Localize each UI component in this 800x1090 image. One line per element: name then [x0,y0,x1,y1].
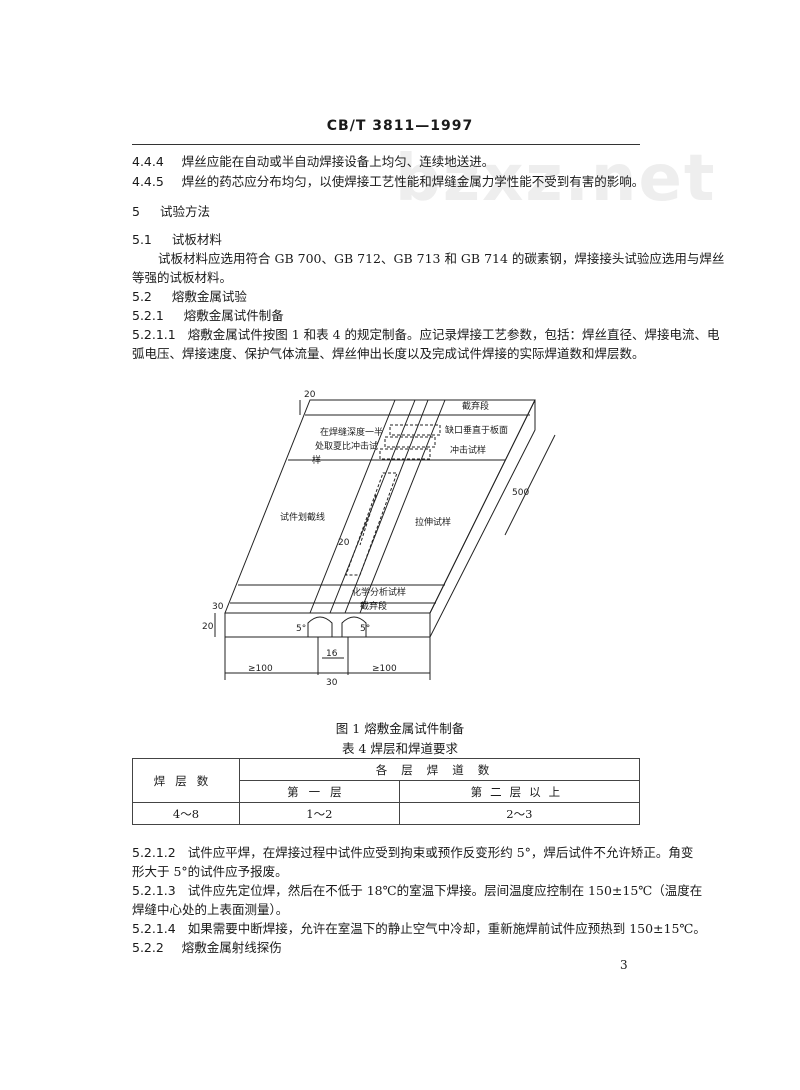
figure-1-specimen-drawing: 截弃段 在焊缝深度一半 处取夏比冲击试 样 缺口垂直于板面 冲击试样 试件划截线… [200,375,560,705]
label-discard-top: 截弃段 [462,400,489,412]
clause-4-4-4: 4.4.4 焊丝应能在自动或半自动焊接设备上均匀、连续地送进。 [132,154,494,170]
clause-title: 熔敷金属试验 [171,289,247,304]
label-tensile: 拉伸试样 [415,516,451,528]
clause-text: 焊丝应能在自动或半自动焊接设备上均匀、连续地送进。 [181,154,495,169]
front-groove-profile [307,616,333,637]
label-impact: 冲击试样 [450,444,486,456]
tensile-specimen-outline [345,472,398,576]
dim-label-side30: 30 [212,602,224,612]
clause-number: 5.2.1.4 [132,921,176,936]
cell-second: 2～3 [398,802,641,825]
clause-number: 4.4.4 [132,154,164,169]
clause-5-2-1-4: 5.2.1.4 如果需要中断焊接，允许在室温下的静止空气中冷却，重新施焊前试件应… [132,921,706,937]
plate-side-face [429,399,536,638]
dim-label-len500: 500 [512,488,529,498]
table-header-passes: 各层焊道数 [239,758,640,781]
impact-specimen-box-2 [384,436,436,448]
dim-label-gap16: 16 [326,649,338,659]
clause-title: 熔敷金属试件制备 [183,308,284,323]
clause-4-4-5: 4.4.5 焊丝的药芯应分布均匀，以使焊接工艺性能和焊缝金属力学性能不受到有害的… [132,174,644,190]
clause-5-2-1-heading: 5.2.1 熔敷金属试件制备 [132,308,284,324]
front-groove-profile-right [341,616,367,637]
clause-number: 5.2.1.3 [132,883,176,898]
clause-5-2-1-1-line1: 5.2.1.1 熔敷金属试件按图 1 和表 4 的规定制备。应记录焊接工艺参数，… [132,327,720,343]
clause-number: 5.2.1.2 [132,845,176,860]
clause-text: 试件应平焊，在焊接过程中试件应受到拘束或预作反变形约 5°，焊后试件不允许矫正。… [187,845,694,860]
dim-label-angle-left: 5° [296,624,306,634]
dim-label-left100: ≥100 [248,664,273,674]
dim-label-thick20: 20 [202,622,214,632]
clause-5-1-body-line2: 等强的试板材料。 [132,270,233,285]
figure-1-svg: 截弃段 在焊缝深度一半 处取夏比冲击试 样 缺口垂直于板面 冲击试样 试件划截线… [202,390,556,688]
label-notch-line1: 在焊缝深度一半 [320,426,383,438]
clause-5-2-2-heading: 5.2.2 熔敷金属射线探伤 [132,940,282,956]
clause-5-1-heading: 5.1 试板材料 [132,232,222,248]
section-5-heading: 5 试验方法 [132,204,210,220]
groove-line-right [359,399,446,614]
clause-text: 焊丝的药芯应分布均匀，以使焊接工艺性能和焊缝金属力学性能不受到有害的影响。 [181,174,645,189]
impact-specimen-box-1 [389,424,441,436]
dim-label-width30: 30 [326,678,338,688]
dim-label-right100: ≥100 [372,664,397,674]
clause-number: 5.2 [132,289,152,304]
impact-specimen-box-3 [379,448,431,460]
label-notch-side: 缺口垂直于板面 [445,424,508,436]
label-notch-line2: 处取夏比冲击试 [315,440,378,452]
dim-label-angle-right: 5° [360,624,370,634]
tensile-gauge-line [359,494,377,546]
table-subheader-first: 第一层 [239,780,400,803]
clause-5-2-1-1-line2: 弧电压、焊接速度、保护气体流量、焊丝伸出长度以及完成试件焊接的实际焊道数和焊层数… [132,346,645,361]
table-4-caption: 表 4 焊层和焊道要求 [342,741,458,756]
table-row: 4～8 1～2 2～3 [132,802,641,825]
watermark: bzxz.net [395,142,717,216]
clause-text: 如果需要中断焊接，允许在室温下的静止空气中冷却，重新施焊前试件应预热到 150±… [187,921,706,936]
dim-label-top20: 20 [304,390,316,400]
clause-5-2-heading: 5.2 熔敷金属试验 [132,289,247,305]
clause-title: 试板材料 [171,232,222,247]
clause-title: 熔敷金属射线探伤 [181,940,282,955]
cell-first: 1～2 [239,802,400,825]
clause-number: 5.1 [132,232,152,247]
clause-number: 5.2.1.1 [132,327,176,342]
clause-5-2-1-2-line1: 5.2.1.2 试件应平焊，在焊接过程中试件应受到拘束或预作反变形约 5°，焊后… [132,845,693,861]
label-discard-bottom: 截弃段 [360,600,387,612]
clause-number: 5.2.1 [132,308,164,323]
clause-5-2-1-2-line2: 形大于 5°的试件应予报废。 [132,864,288,879]
section-title: 试验方法 [159,204,210,219]
dim-label-mid20: 20 [338,538,350,548]
label-notch-line3: 样 [312,454,321,466]
clause-number: 4.4.5 [132,174,164,189]
figure-1-caption: 图 1 熔敷金属试件制备 [335,721,465,736]
clause-text: 熔敷金属试件按图 1 和表 4 的规定制备。应记录焊接工艺参数，包括：焊丝直径、… [187,327,720,342]
header-rule [132,144,640,145]
clause-text: 试件应先定位焊，然后在不低于 18℃的室温下焊接。层间温度应控制在 150±15… [187,883,703,898]
section-number: 5 [132,204,140,219]
label-scribe: 试件划截线 [280,511,325,523]
groove-line-left [309,399,396,614]
table-4: 焊层数 各层焊道数 第一层 第二层以上 4～8 1～2 2～3 [132,758,641,825]
label-chem: 化学分析试样 [352,586,406,598]
standard-header: CB/T 3811—1997 [326,118,474,134]
clause-5-2-1-3-line2: 焊缝中心处的上表面测量）。 [132,902,289,917]
cell-layers: 4～8 [132,802,240,825]
page-number: 3 [620,958,628,972]
clause-5-1-body-line1: 试板材料应选用符合 GB 700、GB 712、GB 713 和 GB 714 … [158,251,725,266]
clause-5-2-1-3-line1: 5.2.1.3 试件应先定位焊，然后在不低于 18℃的室温下焊接。层间温度应控制… [132,883,702,899]
clause-number: 5.2.2 [132,940,164,955]
dim-length [504,434,556,536]
table-subheader-second: 第二层以上 [398,780,641,803]
plate-front-face [224,612,431,638]
table-header-layers: 焊层数 [132,758,240,803]
